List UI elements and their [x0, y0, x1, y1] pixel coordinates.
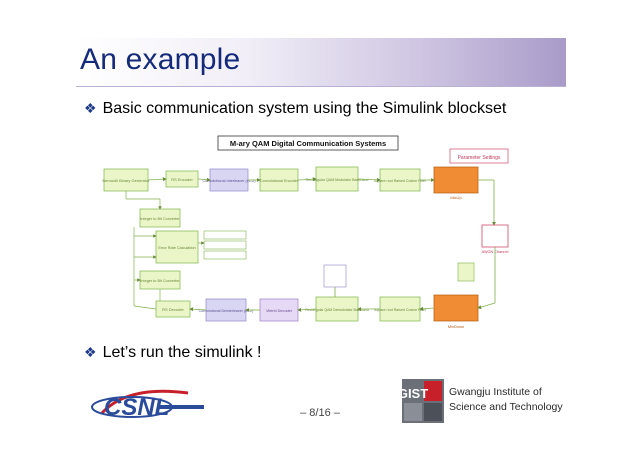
block-mixup-label: MixUp [450, 195, 462, 200]
block-mixdown-label: MixDown [448, 324, 464, 329]
csnl-logo: CSNL [91, 389, 204, 421]
simulink-diagram: M-ary QAM Digital Communication Systems … [102, 135, 509, 329]
block-error-rate [155, 230, 199, 264]
block-int2bit-bottom-label: Integer to Bit Converter [140, 279, 180, 283]
bullet-1-text: Basic communication system using the Sim… [102, 100, 507, 117]
diagram-title-box [217, 135, 399, 151]
block-conv-encoder-label: Convolutional Encoder [260, 179, 299, 183]
block-rrc-tx-label: Square root Raised Cosine Filter [374, 179, 427, 183]
block-viterbi-label: Viterbi Decoder [266, 309, 293, 313]
bullet-2: ❖ Let’s run the simulink ! [84, 344, 261, 362]
constellation-block [323, 264, 347, 288]
block-interleaver-label: Convolutional Interleaver (m=2) [202, 179, 256, 183]
diagram-title: M-ary QAM Digital Communication Systems [230, 139, 386, 148]
institute-name: Gwangju Institute of Science and Technol… [449, 385, 563, 415]
block-mixup [433, 166, 479, 194]
left-connectors [125, 191, 205, 306]
gist-logo: GIST [402, 379, 444, 423]
bottom-row-blocks: RS Decoder Convolutional Deinterleaver (… [155, 294, 479, 329]
top-row-connectors [147, 177, 496, 226]
title-underline [76, 86, 566, 87]
block-awgn [481, 224, 509, 248]
block-bernoulli-label: Bernoulli Binary Generator [102, 178, 150, 183]
gist-logo-text: GIST [402, 386, 428, 401]
page-number: – 8/16 – [300, 407, 340, 419]
top-row-blocks: Bernoulli Binary Generator RS Encoder Co… [102, 166, 479, 200]
parameter-settings-label: Parameter Settings [458, 155, 501, 161]
slide-title: An example [80, 43, 241, 76]
block-rrc-rx-label: Square root Raised Cosine Filter [374, 308, 427, 312]
bullet-1: ❖ Basic communication system using the Si… [84, 100, 506, 118]
left-side-blocks: Integer to Bit Converter Error Rate Calc… [139, 208, 247, 290]
bullet-2-text: Let’s run the simulink ! [102, 344, 262, 361]
block-qam-demod-label: Rectangular QAM Demodulator Baseband [305, 308, 369, 312]
scope-block [457, 262, 475, 282]
block-rs-decoder-label: RS Decoder [162, 307, 184, 312]
block-mixdown [433, 294, 479, 322]
diamond-bullet-icon: ❖ [84, 100, 97, 116]
diamond-bullet-icon: ❖ [84, 344, 97, 360]
bottom-row-connectors [133, 287, 496, 312]
display-3 [203, 250, 247, 260]
block-deinterleaver-label: Convolutional Deinterleaver (m=2) [199, 309, 254, 313]
display-1 [203, 230, 247, 240]
parameter-settings-block [449, 148, 509, 164]
block-int2bit-top-label: Integer to Bit Converter [140, 217, 180, 221]
institute-name-line1: Gwangju Institute of [449, 386, 542, 398]
institute-name-line2: Science and Technology [449, 401, 563, 413]
block-error-rate-label: Error Rate Calculation [158, 246, 195, 250]
block-qam-demod [315, 296, 359, 322]
block-qam-mod-label: Rectangular QAM Modulator Baseband [306, 178, 369, 182]
block-rs-encoder-label: RS Encoder [171, 177, 193, 182]
display-2 [203, 240, 247, 250]
title-band [76, 38, 566, 86]
